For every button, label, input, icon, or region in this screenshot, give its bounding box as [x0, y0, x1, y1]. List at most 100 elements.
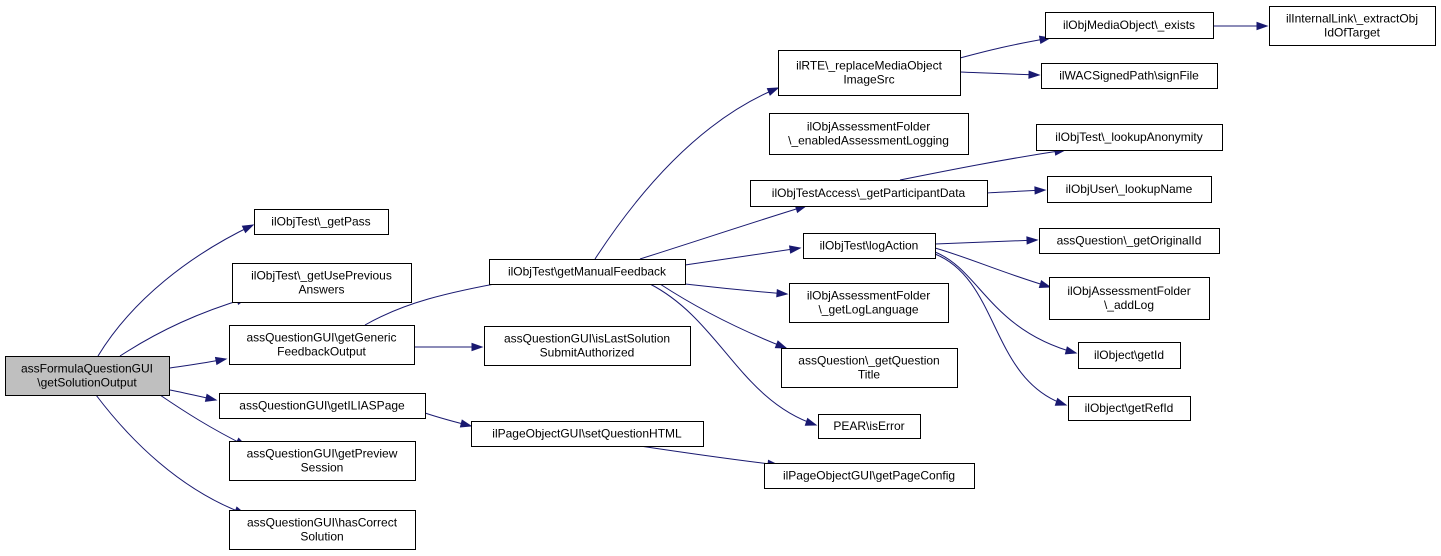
arrowhead — [1034, 186, 1047, 195]
function-node[interactable]: assQuestionGUI\getILIASPage — [219, 393, 426, 419]
arrowhead — [774, 340, 788, 349]
function-node[interactable]: ilObjMediaObject\_exists — [1045, 12, 1214, 39]
node-box — [1047, 176, 1212, 203]
node-box — [1036, 124, 1223, 151]
edge-root-to-n_genfb — [169, 356, 228, 369]
node-label: Answers — [298, 283, 344, 297]
node-box — [769, 113, 969, 155]
node-box — [1041, 63, 1218, 89]
edge-n_rte-to-n_mediaex — [959, 35, 1052, 59]
node-label: PEAR\isError — [833, 419, 904, 433]
edge-root-to-n_getpass — [97, 224, 255, 357]
node-label: SubmitAuthorized — [540, 346, 635, 360]
function-node[interactable]: ilObjAssessmentFolder\_getLogLanguage — [789, 283, 949, 323]
arrowhead — [766, 87, 780, 96]
function-node[interactable]: ilObject\getId — [1078, 342, 1181, 369]
edge-n_manfb-to-n_loglang — [684, 283, 789, 298]
node-label: \_addLog — [1104, 298, 1154, 312]
node-box — [778, 50, 961, 96]
node-box — [1068, 396, 1191, 421]
node-label: ilObjAssessmentFolder — [1067, 284, 1190, 298]
function-node[interactable]: ilObjAssessmentFolder\_enabledAssessment… — [769, 113, 969, 155]
node-box — [781, 348, 958, 388]
arrowhead — [788, 245, 802, 254]
node-box — [5, 356, 170, 396]
node-label: \_getLogLanguage — [818, 303, 918, 317]
node-label: ilWACSignedPath\signFile — [1059, 69, 1199, 83]
function-node[interactable]: ilObjUser\_lookupName — [1047, 176, 1212, 203]
edge-n_logaction-to-n_getid — [934, 251, 1078, 355]
edge-n_manfb-to-n_logaction — [684, 245, 802, 266]
arrowhead — [804, 417, 818, 426]
node-box — [229, 441, 416, 481]
node-label: IdOfTarget — [1324, 26, 1381, 40]
arrowhead — [776, 288, 789, 298]
node-box — [489, 259, 686, 285]
node-label: assFormulaQuestionGUI — [21, 362, 153, 376]
node-label: ilObject\getId — [1094, 348, 1164, 362]
node-box — [803, 233, 936, 259]
function-node[interactable]: PEAR\isError — [818, 414, 921, 439]
arrowhead — [1064, 346, 1078, 355]
function-node[interactable]: assQuestion\_getOriginalId — [1039, 228, 1220, 254]
node-box — [229, 510, 416, 550]
node-label: assQuestionGUI\hasCorrect — [247, 516, 398, 530]
edge-n_genfb-to-n_islast — [413, 342, 484, 352]
arrowhead — [471, 342, 484, 352]
root-function-node: assFormulaQuestionGUI\getSolutionOutput — [5, 356, 170, 396]
node-label: assQuestionGUI\isLastSolution — [504, 332, 670, 346]
function-node[interactable]: assQuestionGUI\isLastSolutionSubmitAutho… — [484, 326, 691, 366]
node-label: ImageSrc — [843, 73, 894, 87]
arrowhead — [459, 419, 473, 428]
node-box — [229, 325, 415, 365]
function-node[interactable]: ilWACSignedPath\signFile — [1041, 63, 1218, 89]
arrowhead — [204, 393, 218, 402]
edge-n_rte-to-n_wac — [959, 70, 1041, 79]
function-node[interactable]: ilObjTest\_lookupAnonymity — [1036, 124, 1223, 151]
function-node[interactable]: ilObjAssessmentFolder\_addLog — [1049, 277, 1210, 320]
node-label: ilRTE\_replaceMediaObject — [796, 59, 943, 73]
node-label: ilObject\getRefId — [1085, 401, 1174, 415]
arrowhead — [1026, 236, 1039, 245]
function-node[interactable]: ilObjTest\logAction — [803, 233, 936, 259]
function-node[interactable]: ilObjTestAccess\_getParticipantData — [750, 180, 988, 207]
node-label: assQuestion\_getQuestion — [798, 354, 939, 368]
node-box — [1049, 277, 1210, 320]
node-label: ilObjAssessmentFolder — [807, 120, 930, 134]
node-box — [818, 414, 921, 439]
function-node[interactable]: ilObjTest\getManualFeedback — [489, 259, 686, 285]
node-label: ilPageObjectGUI\setQuestionHTML — [492, 427, 682, 441]
node-label: assQuestion\_getOriginalId — [1057, 234, 1202, 248]
node-label: ilObjTest\_getUsePrevious — [251, 269, 392, 283]
node-label: assQuestionGUI\getILIASPage — [239, 399, 405, 413]
node-box — [789, 283, 949, 323]
node-label: ilObjTestAccess\_getParticipantData — [772, 186, 966, 200]
arrowhead — [1028, 70, 1041, 79]
edge-n_logaction-to-n_addlog — [934, 247, 1052, 289]
node-box — [1045, 12, 1214, 39]
function-node[interactable]: ilPageObjectGUI\getPageConfig — [764, 463, 975, 489]
arrowhead — [1054, 397, 1068, 406]
node-label: Session — [301, 461, 344, 475]
node-label: \getSolutionOutput — [37, 376, 137, 390]
node-box — [471, 421, 704, 447]
node-label: FeedbackOutput — [277, 345, 366, 359]
edge-n_setqh-to-n_pageconf — [639, 445, 780, 468]
node-label: assQuestionGUI\getGeneric — [246, 331, 396, 345]
function-node[interactable]: ilObjTest\_getPass — [254, 209, 389, 235]
edge-n_manfb-to-n_pear — [649, 283, 818, 426]
node-box — [750, 180, 988, 207]
arrowhead — [1038, 279, 1052, 289]
function-node[interactable]: ilPageObjectGUI\setQuestionHTML — [471, 421, 704, 447]
call-nodes: assFormulaQuestionGUI\getSolutionOutput i… — [5, 6, 1436, 550]
node-label: ilInternalLink\_extractObj — [1286, 12, 1418, 26]
function-node[interactable]: ilObject\getRefId — [1068, 396, 1191, 421]
